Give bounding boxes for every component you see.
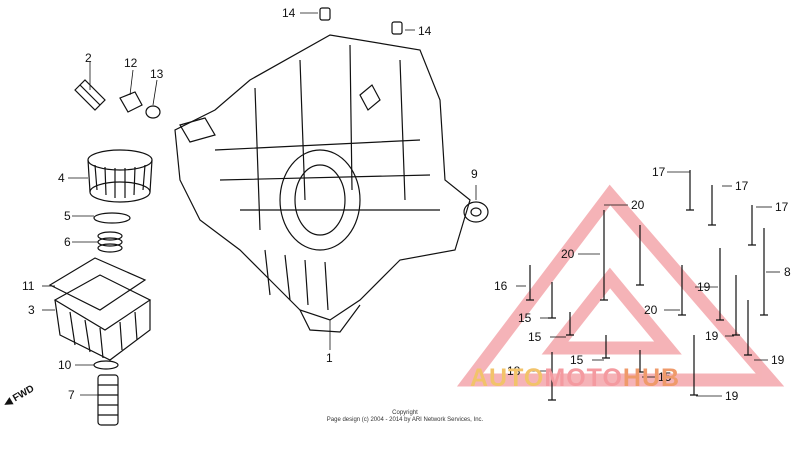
crankcase-bolts[interactable] (526, 170, 768, 401)
copyright-notice: Copyright Page design (c) 2004 - 2014 by… (300, 410, 510, 424)
watermark-part-1: AUTO (470, 364, 545, 392)
callout-15-a[interactable]: 15 (518, 311, 532, 325)
callout-20-left[interactable]: 20 (561, 247, 575, 261)
callout-19-upper[interactable]: 19 (697, 280, 711, 294)
callout-15-c[interactable]: 15 (570, 353, 584, 367)
callout-7[interactable]: 7 (68, 388, 75, 402)
part-7-strainer[interactable] (97, 374, 119, 426)
callout-17-top[interactable]: 17 (652, 165, 666, 179)
callout-20-bottom[interactable]: 20 (644, 303, 658, 317)
callout-14-left[interactable]: 14 (282, 6, 296, 20)
copyright-title: Copyright (392, 410, 418, 416)
callout-6[interactable]: 6 (64, 235, 71, 249)
watermark-part-3: HUB (622, 364, 681, 392)
part-11-gasket[interactable] (48, 257, 147, 311)
callout-15-b[interactable]: 15 (528, 330, 542, 344)
callout-17-middle[interactable]: 17 (735, 179, 749, 193)
callout-5[interactable]: 5 (64, 209, 71, 223)
callout-17-right[interactable]: 17 (775, 200, 789, 214)
watermark-text: AUTOMOTOHUB (470, 364, 680, 393)
callout-2[interactable]: 2 (85, 51, 92, 65)
callout-1[interactable]: 1 (326, 351, 333, 365)
copyright-text: Page design (c) 2004 - 2014 by ARI Netwo… (326, 417, 484, 423)
part-6-spring[interactable] (97, 231, 123, 253)
part-4-oil-filter[interactable] (87, 149, 153, 203)
callout-18[interactable]: 18 (507, 364, 521, 378)
watermark-part-2: MOTO (544, 364, 623, 392)
part-3-oil-pan[interactable] (53, 274, 152, 361)
watermark-logo (456, 184, 785, 387)
callout-4[interactable]: 4 (58, 171, 65, 185)
callout-3[interactable]: 3 (28, 303, 35, 317)
part-9-cap[interactable] (463, 201, 489, 223)
leader-lines (42, 12, 780, 397)
part-2-plug[interactable] (74, 79, 106, 111)
callout-15-d[interactable]: 15 (658, 370, 672, 384)
dowel-pin-right[interactable] (391, 21, 403, 35)
part-13-washer[interactable] (145, 105, 161, 119)
callout-20-top[interactable]: 20 (631, 198, 645, 212)
callout-10[interactable]: 10 (58, 358, 72, 372)
callout-11[interactable]: 11 (22, 279, 35, 293)
callout-19-right[interactable]: 19 (771, 353, 785, 367)
part-12-bolt[interactable] (119, 91, 143, 113)
callout-12[interactable]: 12 (124, 56, 138, 70)
dowel-pin-left[interactable] (319, 7, 331, 21)
callout-14-right[interactable]: 14 (418, 24, 432, 38)
callout-16[interactable]: 16 (494, 279, 508, 293)
callout-8[interactable]: 8 (784, 265, 791, 279)
crankcase-body[interactable] (174, 34, 471, 333)
callout-9[interactable]: 9 (471, 167, 478, 181)
callout-13[interactable]: 13 (150, 67, 164, 81)
part-10-o-ring[interactable] (93, 360, 119, 370)
callout-19-bottom[interactable]: 19 (725, 389, 739, 403)
callout-19-middle[interactable]: 19 (705, 329, 719, 343)
part-5-o-ring[interactable] (93, 212, 131, 224)
